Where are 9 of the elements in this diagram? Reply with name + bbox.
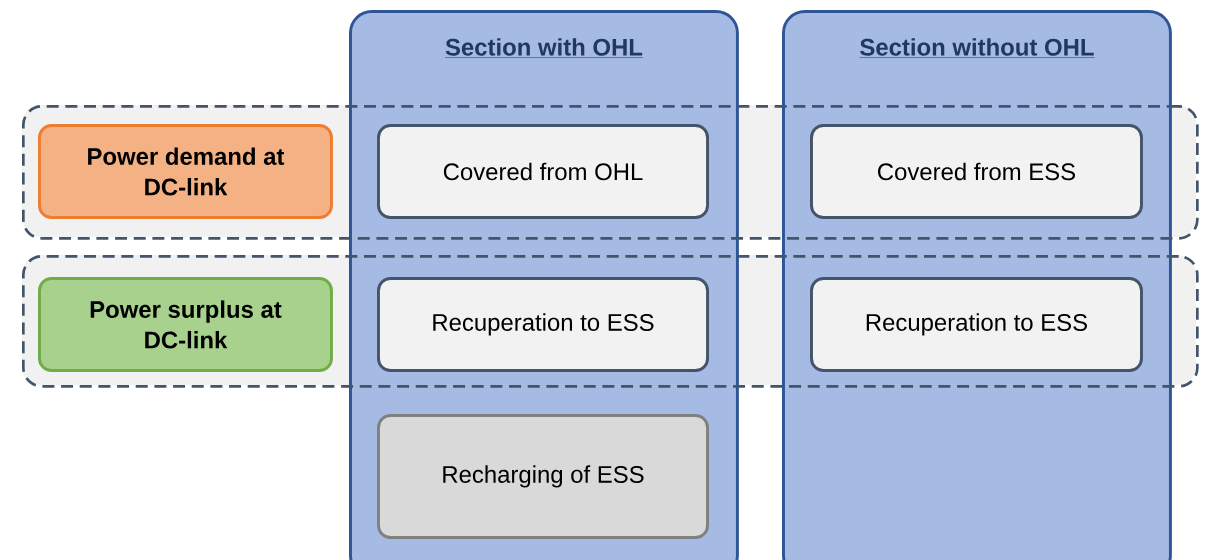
process-box: Covered from OHL xyxy=(377,124,709,219)
label-box: Power demand at DC-link xyxy=(38,124,333,219)
dashed-band xyxy=(22,105,1199,240)
process-box: Recuperation to ESS xyxy=(377,277,709,372)
process-box: Recuperation to ESS xyxy=(810,277,1143,372)
process-box: Covered from ESS xyxy=(810,124,1143,219)
label-box: Power surplus at DC-link xyxy=(38,277,333,372)
process-box: Recharging of ESS xyxy=(377,414,709,539)
dashed-band xyxy=(22,255,1199,388)
